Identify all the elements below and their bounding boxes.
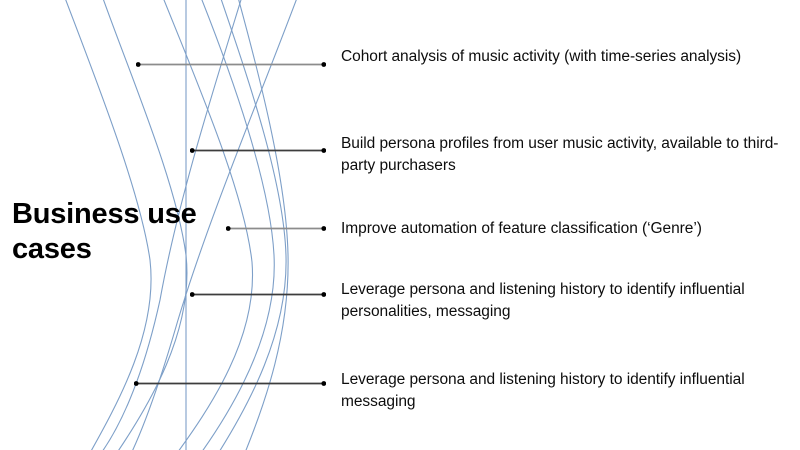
connector-dot-left <box>226 226 231 231</box>
use-case-item: Improve automation of feature classifica… <box>341 220 702 237</box>
page-title: Business use cases <box>12 198 197 266</box>
connector-dot-right <box>321 148 326 153</box>
connector-dot-right <box>321 292 326 297</box>
connector-dot-left <box>136 62 141 67</box>
use-case-item: Cohort analysis of music activity (with … <box>341 48 742 65</box>
use-case-item: Leverage persona and listening history t… <box>341 371 745 410</box>
connector-dot-right <box>321 381 326 386</box>
connector-line <box>226 224 326 233</box>
connector-dot-right <box>321 226 326 231</box>
connector-dot-left <box>134 381 139 386</box>
use-case-item: Leverage persona and listening history t… <box>341 281 745 320</box>
use-case-item: Build persona profiles from user music a… <box>341 135 779 174</box>
connector-line <box>190 146 326 155</box>
connector-line <box>190 290 326 299</box>
connector-line <box>134 379 326 388</box>
connector-line <box>136 60 326 69</box>
connector-dot-left <box>190 148 195 153</box>
connector-dot-right <box>321 62 326 67</box>
connector-dot-left <box>190 292 195 297</box>
